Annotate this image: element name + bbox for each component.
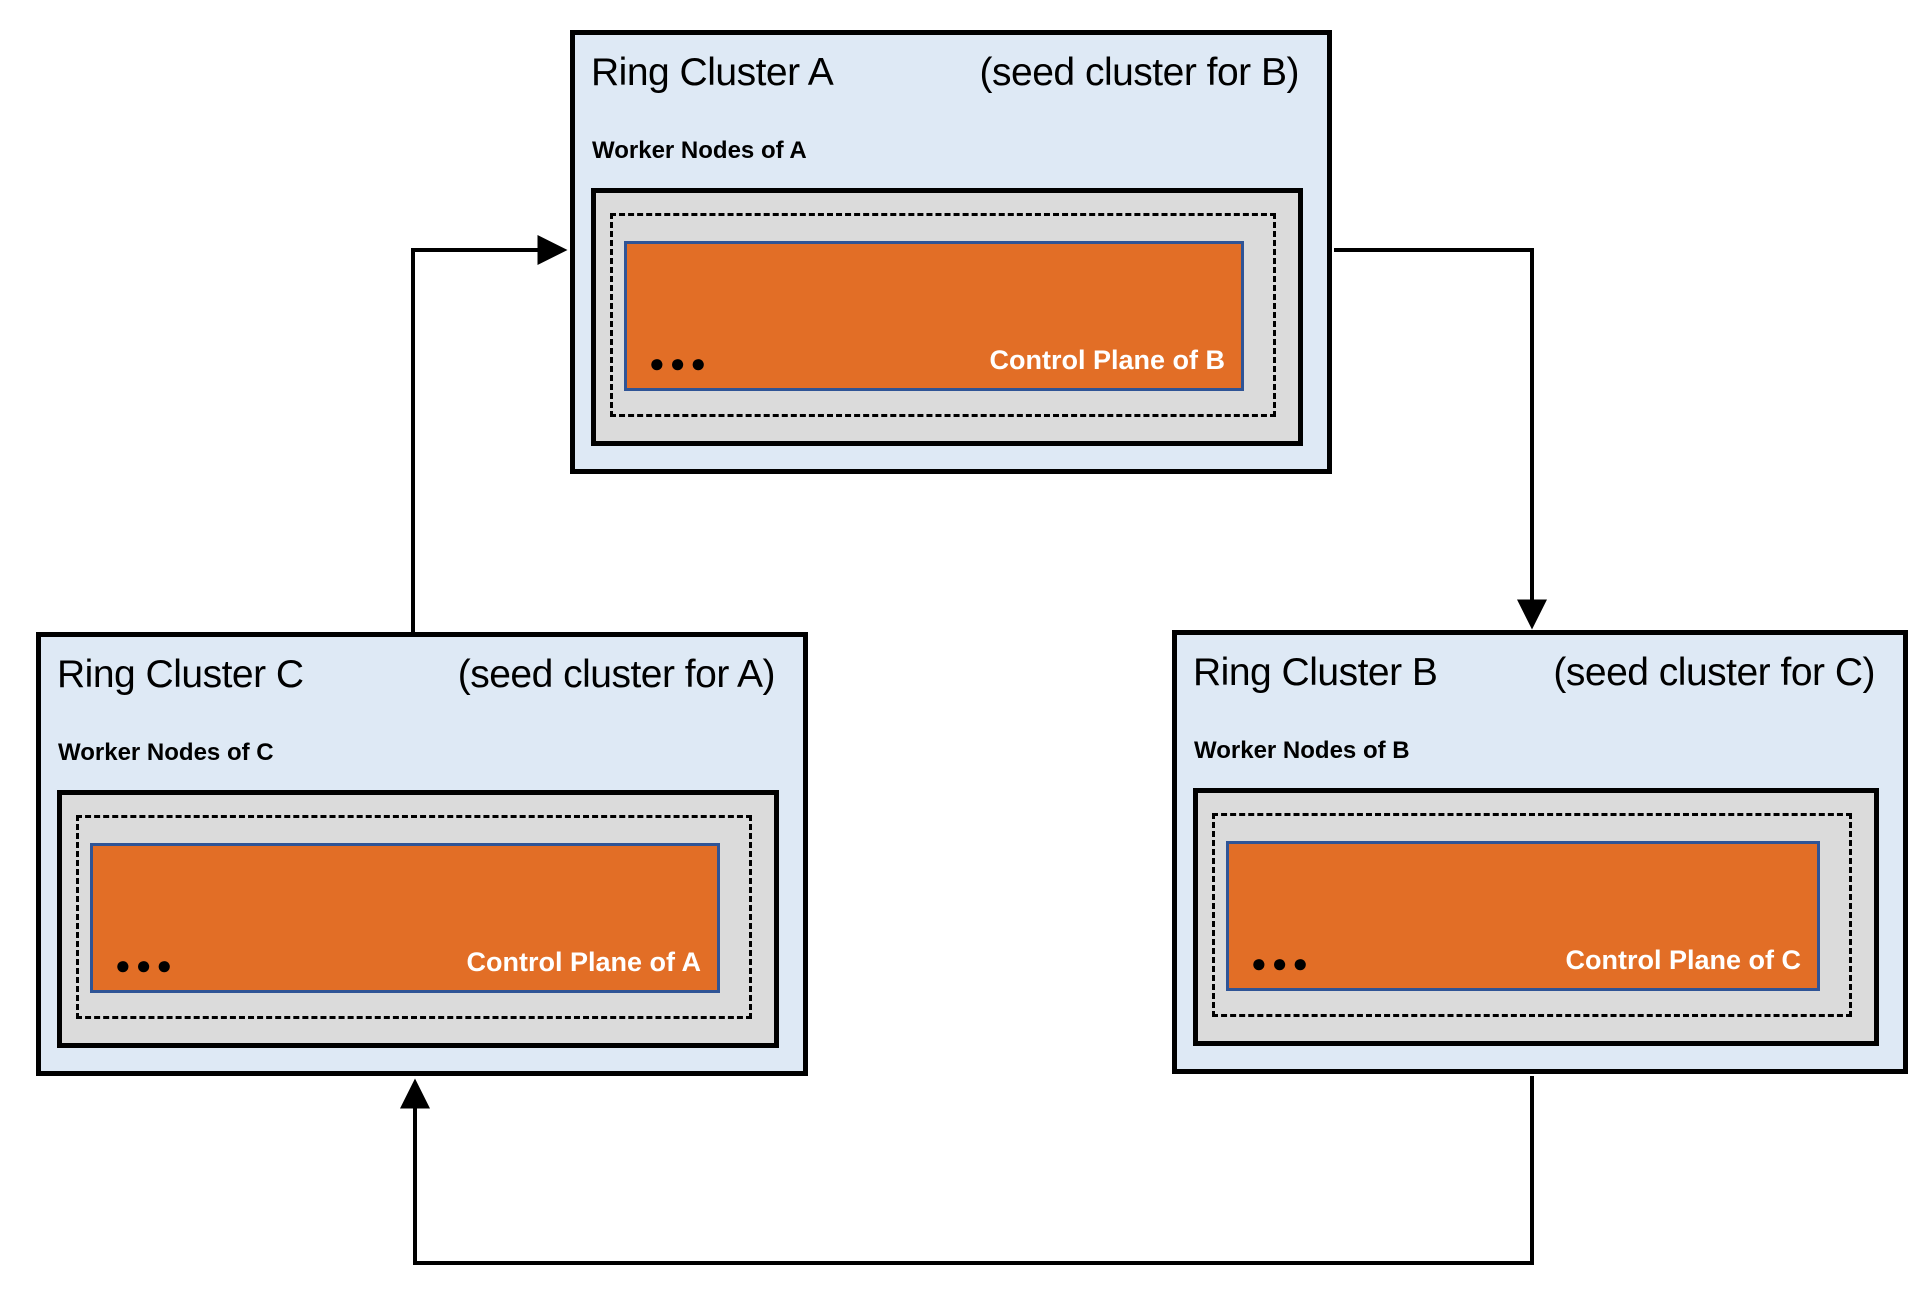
ellipsis-dots: ●●●: [649, 348, 712, 378]
arrow-a-to-b: [1334, 248, 1547, 630]
cluster-a-worker-label: Worker Nodes of A: [592, 137, 807, 164]
cluster-c-title-row: Ring Cluster C (seed cluster for A): [41, 637, 803, 697]
cluster-a-control-plane-box: ●●● Control Plane of B: [624, 241, 1244, 391]
cluster-b-control-plane-label: Control Plane of C: [1565, 945, 1802, 975]
cluster-a-subtitle: (seed cluster for B): [979, 51, 1300, 94]
cluster-b-worker-dashed-outline: [1212, 813, 1852, 1017]
cluster-c-worker-area: ●●● Control Plane of A: [57, 790, 779, 1048]
cluster-a-worker-dashed-outline: [610, 213, 1276, 417]
ring-cluster-c: Ring Cluster C (seed cluster for A) Work…: [36, 632, 808, 1076]
cluster-c-worker-label: Worker Nodes of C: [58, 739, 274, 766]
ring-cluster-b: Ring Cluster B (seed cluster for C) Work…: [1172, 630, 1908, 1074]
cluster-a-title-row: Ring Cluster A (seed cluster for B): [575, 35, 1327, 95]
cluster-c-control-plane-label: Control Plane of A: [466, 947, 702, 977]
ellipsis-dots: ●●●: [1251, 948, 1314, 978]
ring-cluster-a: Ring Cluster A (seed cluster for B) Work…: [570, 30, 1332, 474]
cluster-b-subtitle: (seed cluster for C): [1553, 651, 1875, 694]
cluster-c-subtitle: (seed cluster for A): [457, 653, 776, 696]
cluster-b-worker-label: Worker Nodes of B: [1194, 737, 1410, 764]
cluster-b-worker-area: ●●● Control Plane of C: [1193, 788, 1879, 1046]
ellipsis-dots: ●●●: [115, 950, 178, 980]
cluster-c-control-plane-box: ●●● Control Plane of A: [90, 843, 720, 993]
arrow-c-to-a: [411, 235, 568, 632]
cluster-c-title: Ring Cluster C: [57, 653, 304, 696]
cluster-c-worker-dashed-outline: [76, 815, 752, 1019]
cluster-a-worker-area: ●●● Control Plane of B: [591, 188, 1303, 446]
cluster-a-control-plane-label: Control Plane of B: [989, 345, 1226, 375]
cluster-b-control-plane-box: ●●● Control Plane of C: [1226, 841, 1820, 991]
cluster-a-title: Ring Cluster A: [591, 51, 834, 94]
cluster-b-title: Ring Cluster B: [1193, 651, 1438, 694]
arrow-b-to-c: [400, 1076, 1534, 1265]
cluster-b-title-row: Ring Cluster B (seed cluster for C): [1177, 635, 1903, 695]
